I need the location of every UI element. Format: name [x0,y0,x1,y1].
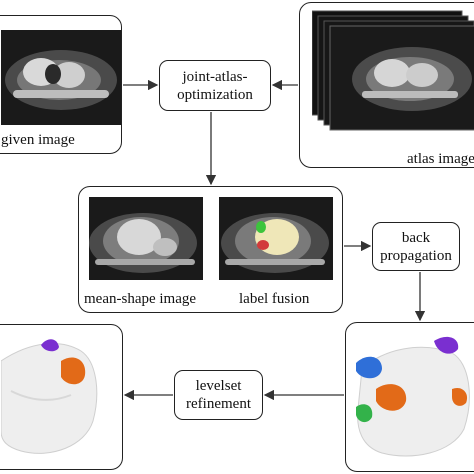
fusion-panel: mean-shape image label fusion [78,186,343,313]
label-fusion-mri-image [219,197,333,280]
atlas-images-panel: atlas images [299,2,474,168]
given-image-panel: given image [0,15,122,154]
back-propagation-box: back propagation [372,222,460,271]
propagated-mesh-render [356,336,470,457]
mean-shape-mri-image [89,197,203,280]
given-mri-image [1,30,121,125]
mean-shape-caption: mean-shape image [84,291,197,307]
label-fusion-caption: label fusion [239,291,310,307]
levelset-mesh-render [1,339,98,454]
levelset-result-panel [0,324,123,470]
back-propagation-result-panel [345,322,474,472]
atlas-image-stack [312,10,474,131]
given-image-caption: given image [1,132,75,148]
atlas-images-caption: atlas images [407,151,474,167]
joint-atlas-optimization-box: joint-atlas- optimization [159,60,271,111]
levelset-refinement-box: levelset refinement [174,370,263,420]
